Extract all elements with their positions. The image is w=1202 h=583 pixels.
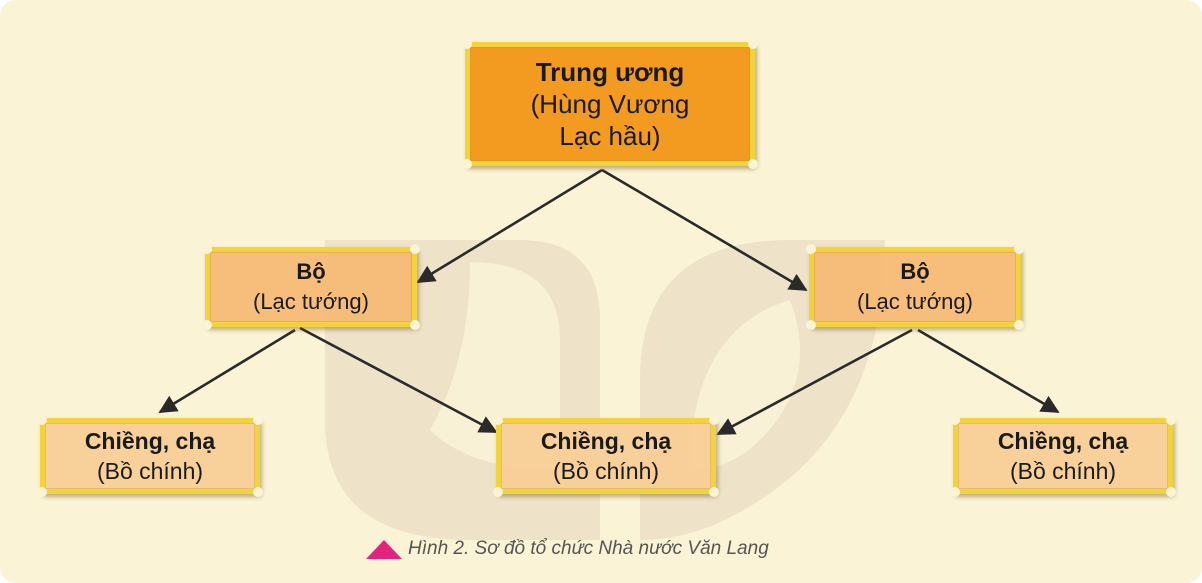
node-subtitle: (Bồ chính)	[1009, 458, 1117, 484]
node-title: Bộ	[900, 259, 930, 284]
figure-caption: Hình 2. Sơ đồ tổ chức Nhà nước Văn Lang	[364, 537, 769, 561]
node-chieng-left: Chiềng, chạ (Bồ chính)	[37, 415, 263, 497]
arrow-bo-left-to-chieng-left	[158, 328, 296, 414]
node-trung-uong: Trung ương (Hùng Vương Lạc hầu)	[462, 39, 758, 169]
node-subtitle: (Lạc tướng)	[253, 289, 369, 314]
node-subtitle: (Lạc tướng)	[857, 289, 973, 314]
node-title: Trung ương	[535, 57, 685, 87]
node-title: Bộ	[296, 259, 326, 284]
arrow-root-to-bo-left	[416, 168, 603, 284]
arrow-root-to-bo-right	[601, 168, 808, 292]
node-subtitle: Lạc hầu)	[559, 121, 661, 151]
node-chieng-center: Chiềng, chạ (Bồ chính)	[493, 415, 719, 497]
node-bo-left: Bộ (Lạc tướng)	[202, 244, 420, 330]
node-title: Chiềng, chạ	[997, 428, 1129, 454]
node-title: Chiềng, chạ	[540, 428, 672, 454]
arrow-bo-left-to-chieng-center	[299, 326, 498, 434]
node-subtitle: (Bồ chính)	[96, 458, 204, 484]
node-title: Chiềng, chạ	[84, 428, 216, 454]
node-subtitle: (Hùng Vương	[530, 89, 690, 119]
arrow-bo-right-to-chieng-right	[917, 328, 1060, 414]
arrow-bo-right-to-chieng-center	[716, 328, 913, 436]
triangle-marker-icon	[366, 540, 402, 559]
caption-text: Hình 2. Sơ đồ tổ chức Nhà nước Văn Lang	[408, 538, 769, 559]
node-bo-right: Bộ (Lạc tướng)	[806, 244, 1024, 330]
node-chieng-right: Chiềng, chạ (Bồ chính)	[950, 415, 1176, 497]
node-subtitle: (Bồ chính)	[552, 458, 660, 484]
